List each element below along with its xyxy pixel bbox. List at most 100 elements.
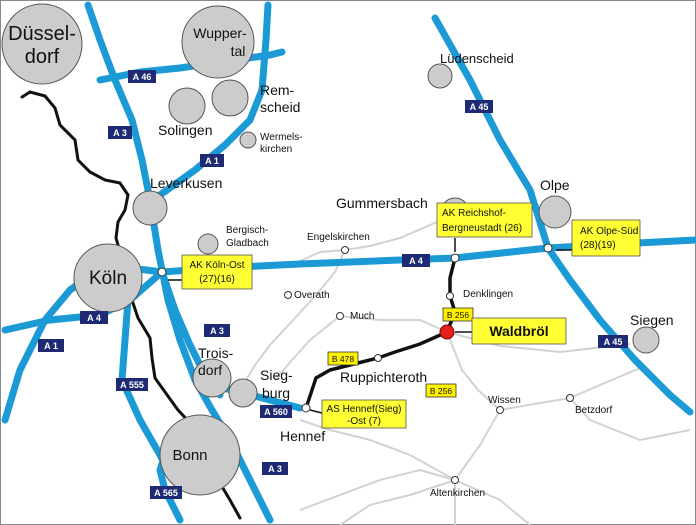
label-remscheid-1: Rem-: [260, 82, 295, 98]
shield-a560: A 560: [260, 405, 292, 418]
svg-text:A 3: A 3: [268, 464, 282, 474]
federal-road-labels: B 256 B 478 B 256: [327, 307, 474, 398]
shield-a4-west: A 4: [80, 311, 108, 324]
label-denklingen: Denklingen: [463, 289, 513, 300]
label-duesseldorf-2: dorf: [25, 46, 60, 68]
label-troisdorf-2: dorf: [198, 362, 222, 378]
label-hennef: Hennef: [280, 428, 325, 444]
node-overath: [284, 291, 292, 299]
label-duesseldorf-1: Düssel-: [8, 23, 76, 45]
label-wuppertal-2: tal: [231, 43, 246, 59]
svg-text:Bergneustadt (26): Bergneustadt (26): [442, 223, 522, 234]
callout-ak-koeln-ost: AK Köln-Ost (27)(16): [168, 254, 253, 290]
svg-text:AS Hennef(Sieg): AS Hennef(Sieg): [326, 404, 401, 415]
node-as-hennef: [301, 403, 311, 413]
svg-text:A 3: A 3: [113, 128, 127, 138]
shield-a565: A 565: [150, 486, 182, 499]
shield-a45-north: A 45: [465, 100, 493, 113]
label-ruppichteroth: Ruppichteroth: [340, 369, 427, 385]
shield-a555: A 555: [116, 378, 148, 391]
city-circle-siegen: [632, 326, 660, 354]
svg-text:B 256: B 256: [447, 310, 469, 320]
junction-nodes: [157, 243, 574, 484]
label-remscheid-2: scheid: [260, 99, 300, 115]
node-altenkirchen: [451, 476, 459, 484]
label-b478: B 478: [327, 351, 359, 366]
svg-text:A 1: A 1: [205, 156, 219, 166]
city-circle-remscheid: [211, 79, 249, 117]
svg-text:B 256: B 256: [430, 386, 452, 396]
label-altenkirchen: Altenkirchen: [430, 488, 485, 499]
shield-a1-north: A 1: [200, 154, 224, 167]
road-much-waldbroel: [339, 315, 448, 333]
callout-as-hennef: AS Hennef(Sieg) -Ost (7): [309, 399, 407, 429]
label-siegen: Siegen: [630, 312, 674, 328]
road-altenkirchen-se: [454, 479, 531, 525]
svg-text:A 4: A 4: [409, 256, 423, 266]
svg-text:A 1: A 1: [44, 341, 58, 351]
label-b256-south: B 256: [425, 383, 457, 398]
label-troisdorf-1: Trois-: [198, 345, 234, 361]
svg-text:A 45: A 45: [604, 337, 623, 347]
shield-a3-mid: A 3: [204, 324, 230, 337]
road-extra: [299, 468, 456, 511]
svg-text:A 46: A 46: [133, 72, 152, 82]
node-ak-koeln-ost: [157, 267, 167, 277]
label-betzdorf: Betzdorf: [575, 405, 612, 416]
road-wissen-altenkirchen: [454, 409, 501, 481]
label-bergisch-gladbach-2: Gladbach: [226, 238, 269, 249]
node-ak-olpe-sued: [543, 243, 553, 253]
svg-text:A 565: A 565: [154, 488, 178, 498]
svg-text:Waldbröl: Waldbröl: [489, 323, 548, 339]
city-circle-troisdorf: [192, 358, 232, 398]
shield-a3-south: A 3: [262, 462, 288, 475]
city-circle-olpe: [538, 195, 572, 229]
road-altenkirchen-hennef: [299, 419, 456, 481]
callout-waldbroel: Waldbröl: [455, 317, 567, 345]
shield-a46: A 46: [128, 70, 156, 83]
svg-text:B 478: B 478: [332, 354, 354, 364]
label-solingen: Solingen: [158, 122, 213, 138]
node-engelskirchen: [341, 246, 349, 254]
road-betzdorf-east: [569, 397, 691, 442]
label-much: Much: [350, 311, 374, 322]
city-circle-solingen: [168, 87, 206, 125]
city-circle-luedenscheid: [427, 63, 453, 89]
shield-a1-west: A 1: [38, 339, 64, 352]
road-overath: [239, 249, 346, 391]
label-overath: Overath: [294, 290, 330, 301]
shield-a4-east: A 4: [402, 254, 430, 267]
label-wuppertal-1: Wupper-: [193, 25, 247, 41]
svg-text:(28)(19): (28)(19): [580, 240, 616, 251]
svg-text:-Ost (7): -Ost (7): [347, 416, 381, 427]
callouts: AK Köln-Ost (27)(16) AK Reichshof- Bergn…: [168, 202, 641, 429]
label-wissen: Wissen: [488, 395, 521, 406]
shield-a3-north: A 3: [108, 126, 132, 139]
label-siegburg-2: burg: [262, 385, 290, 401]
label-b256-north: B 256: [442, 307, 474, 322]
road-much-siegburg: [274, 315, 341, 381]
city-circle-wuppertal: [181, 5, 255, 79]
svg-text:A 45: A 45: [470, 102, 489, 112]
label-koeln: Köln: [89, 268, 127, 289]
label-olpe: Olpe: [540, 177, 570, 193]
road-waldbroel-wissen: [446, 331, 501, 411]
callout-ak-olpe-sued: AK Olpe-Süd (28)(19): [556, 219, 641, 257]
node-denklingen: [446, 292, 454, 300]
callout-ak-reichshof: AK Reichshof- Bergneustadt (26): [436, 202, 533, 252]
label-wermelskirchen-1: Wermels-: [260, 132, 303, 143]
node-wissen: [496, 406, 504, 414]
destination-marker-icon: [439, 324, 455, 340]
svg-text:(27)(16): (27)(16): [199, 274, 235, 285]
node-much: [336, 312, 344, 320]
city-circle-leverkusen: [132, 190, 168, 226]
label-leverkusen: Leverkusen: [150, 175, 222, 191]
label-siegburg-1: Sieg-: [260, 367, 293, 383]
label-bergisch-gladbach-1: Bergisch-: [226, 225, 268, 236]
label-luedenscheid: Lüdenscheid: [440, 51, 514, 66]
road-altenkirchen-sw: [339, 479, 456, 525]
svg-text:A 555: A 555: [120, 380, 144, 390]
city-circle-duesseldorf: [1, 3, 83, 85]
